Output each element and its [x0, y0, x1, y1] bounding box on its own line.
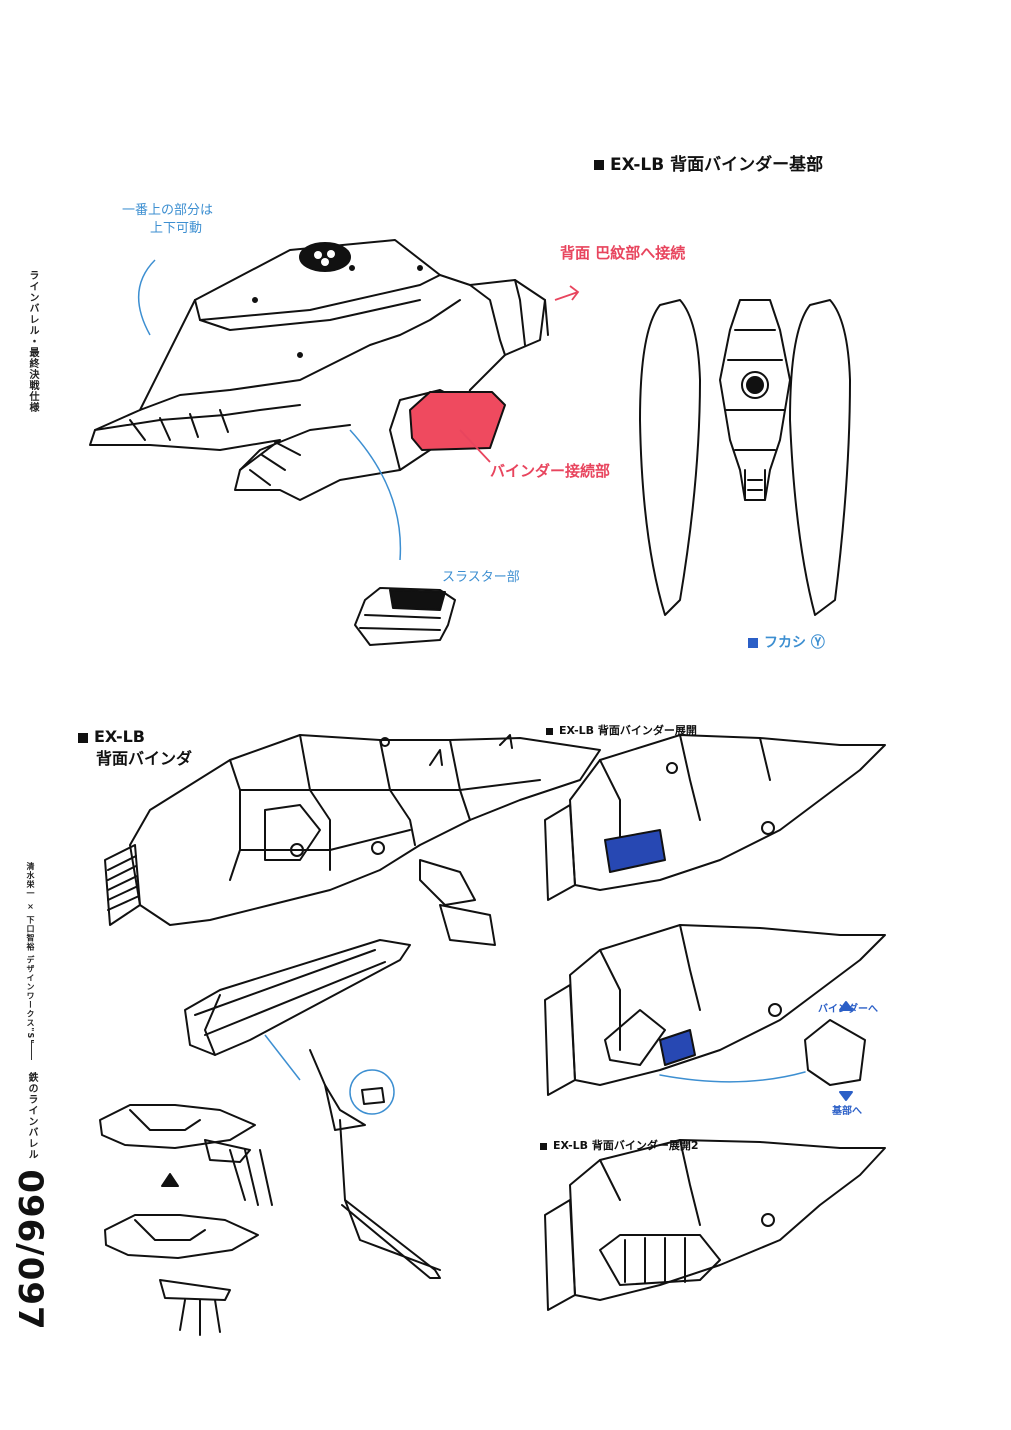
signature: フカシ Ⓨ: [748, 632, 825, 652]
bottom-heading: EX-LB 背面バインダ: [78, 726, 192, 770]
note-rotation-line2: 上下可動: [150, 221, 203, 236]
rotation-arrow: [138, 259, 156, 336]
margin-rule: [31, 1040, 32, 1060]
note-rotation: 一番上の部分は 上下可動: [122, 202, 213, 238]
note-thruster: スラスター部: [442, 570, 520, 585]
to-binder-label: バインダーへ: [818, 1004, 878, 1015]
bottom-heading-square-icon: [78, 732, 88, 743]
sword-scabbard: [184, 939, 441, 1279]
binder-open-view-3: [544, 1139, 886, 1311]
note-connect: 背面 巴紋部へ接続: [560, 244, 686, 262]
tomoe-emblem: [299, 242, 351, 272]
binder-open-view-1: [544, 734, 886, 901]
thruster-part: [354, 587, 456, 646]
binder-open-view-2: [544, 924, 886, 1096]
note-rotation-line1: 一番上の部分は: [122, 203, 214, 218]
note-binder-joint: バインダー接続部: [490, 462, 611, 480]
detail-circle: [349, 1069, 395, 1115]
series-vertical: 鉄のラインバレル: [26, 1072, 37, 1160]
binder-sequence-small: [99, 1104, 273, 1336]
connect-arrow: [554, 285, 580, 301]
binder-joint-highlight: [409, 391, 506, 451]
signature-square-icon: [748, 638, 758, 648]
flow-arrow-blue: [659, 1071, 806, 1083]
to-base-label: 基部へ: [832, 1106, 862, 1117]
open2-heading-square-icon: [540, 1142, 547, 1150]
signature-mark: Ⓨ: [810, 635, 825, 651]
authors-vertical: 清水栄一 × 下口智裕 デザインワークス"S": [26, 862, 35, 1045]
thruster-pointer: [349, 429, 402, 561]
binder-base-perspective: [89, 239, 549, 501]
binder-joint-pointer: [459, 429, 491, 463]
open2-heading: EX-LB 背面バインダー展開2: [540, 1137, 699, 1153]
top-section-heading: EX-LB 背面バインダー基部: [594, 150, 823, 175]
open-heading: EX-LB 背面バインダー展開: [546, 722, 697, 738]
book-title-vertical: ラインバレル・最終決戦仕様: [27, 270, 38, 413]
connector-parts: [419, 859, 496, 946]
binder-large-view: [104, 734, 601, 926]
open-heading-square-icon: [546, 727, 553, 735]
heading-square-icon: [594, 160, 604, 170]
binder-base-front-view: [639, 299, 851, 616]
